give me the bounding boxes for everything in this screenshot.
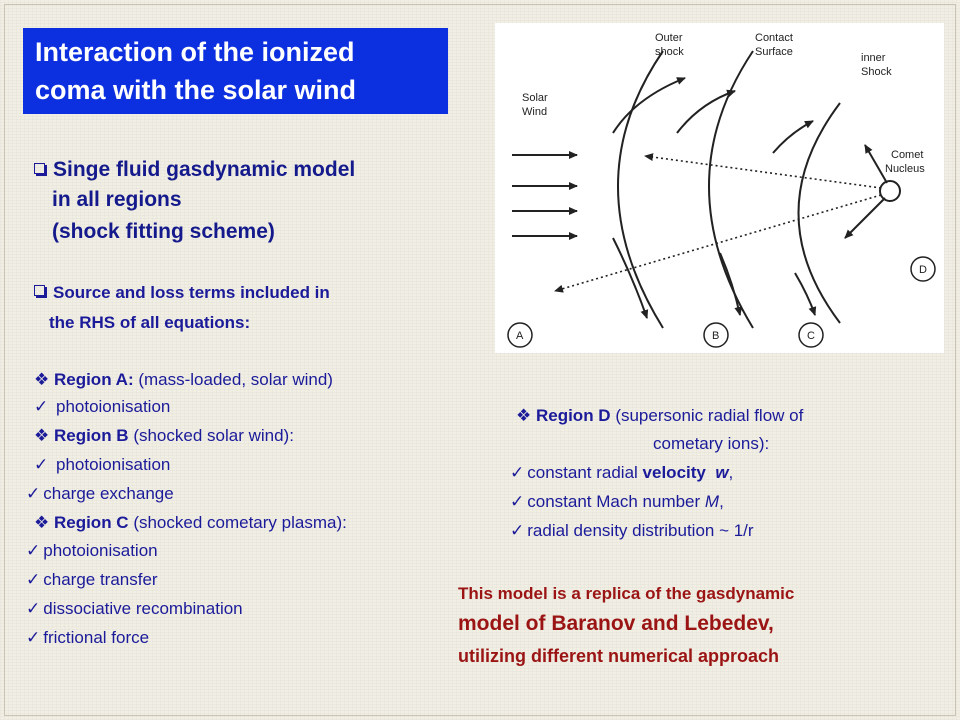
- flow-arrow: [612, 77, 686, 134]
- check-icon: ✓: [510, 521, 525, 540]
- check-icon: ✓: [26, 484, 41, 503]
- region-d-desc-2: cometary ions):: [653, 434, 770, 453]
- slide-frame: [4, 4, 956, 716]
- label-contact: Contact: [755, 32, 793, 44]
- label-region-d: D: [919, 264, 927, 276]
- diamond-bullet-icon: ❖: [34, 370, 54, 389]
- region-c-item: ✓photoionisation: [26, 541, 158, 560]
- check-icon: ✓: [510, 463, 525, 482]
- radial-arrow: [844, 197, 886, 239]
- source-line-1: Source and loss terms included in: [34, 283, 330, 303]
- flow-arrow: [794, 272, 817, 316]
- dotted-ray: [644, 153, 882, 189]
- diagram-svg: Solar Wind Outer shock Contact Surface i…: [507, 32, 936, 348]
- region-b-heading: ❖ Region B (shocked solar wind):: [34, 426, 294, 445]
- region-d-item: ✓constant Mach number M,: [510, 492, 724, 511]
- flow-arrow: [719, 252, 743, 316]
- check-icon: ✓: [34, 397, 49, 416]
- check-icon: ✓: [34, 455, 49, 474]
- region-c-item: ✓frictional force: [26, 628, 150, 647]
- region-d-item: ✓constant radial velocity w,: [510, 463, 734, 482]
- label-wind: Wind: [522, 106, 547, 118]
- note-line-3: utilizing different numerical approach: [458, 646, 780, 666]
- region-b-item: ✓ photoionisation: [34, 455, 171, 474]
- diamond-bullet-icon: ❖: [34, 513, 54, 532]
- label-nucleus: Nucleus: [885, 163, 925, 175]
- label-inner-shock: Shock: [861, 66, 892, 78]
- region-d-item: ✓radial density distribution ~ 1/r: [510, 521, 754, 540]
- inner-shock-curve: [797, 102, 841, 324]
- check-icon: ✓: [510, 492, 525, 511]
- label-shock: shock: [655, 46, 684, 58]
- diamond-bullet-icon: ❖: [516, 406, 536, 425]
- flow-arrow: [772, 120, 814, 154]
- label-inner: inner: [861, 52, 886, 64]
- check-icon: ✓: [26, 599, 41, 618]
- model-line-1: Singe fluid gasdynamic model: [34, 158, 355, 182]
- label-outer: Outer: [655, 32, 683, 44]
- source-line-2: the RHS of all equations:: [49, 313, 251, 332]
- coma-diagram: Solar Wind Outer shock Contact Surface i…: [495, 23, 944, 353]
- region-d-heading: ❖ Region D (supersonic radial flow of: [516, 406, 804, 425]
- region-b-item: ✓charge exchange: [26, 484, 174, 503]
- square-bullet-icon: [34, 285, 45, 296]
- label-region-c: C: [807, 330, 815, 342]
- check-icon: ✓: [26, 570, 41, 589]
- model-line-2: in all regions: [52, 188, 182, 211]
- outer-shock-curve: [617, 50, 664, 329]
- region-a-circle: [507, 322, 533, 348]
- check-icon: ✓: [26, 628, 41, 647]
- note-line-2: model of Baranov and Lebedev,: [458, 612, 774, 635]
- label-region-b: B: [712, 330, 719, 342]
- region-d-circle: [910, 256, 936, 282]
- region-c-item: ✓charge transfer: [26, 570, 158, 589]
- region-c-heading: ❖ Region C (shocked cometary plasma):: [34, 513, 347, 532]
- check-icon: ✓: [26, 541, 41, 560]
- dotted-ray: [554, 194, 882, 293]
- comet-nucleus-circle: [879, 180, 901, 202]
- label-region-a: A: [516, 330, 524, 342]
- flow-arrow: [676, 89, 736, 134]
- model-line-3: (shock fitting scheme): [52, 220, 275, 243]
- label-surface: Surface: [755, 46, 793, 58]
- region-c-circle: [798, 322, 824, 348]
- title-line-1: Interaction of the ionized: [35, 37, 355, 67]
- radial-arrow: [864, 144, 888, 184]
- title-line-2: coma with the solar wind: [35, 75, 357, 105]
- square-bullet-icon: [34, 163, 45, 174]
- flow-arrow: [612, 237, 649, 319]
- region-a-heading: ❖ Region A: (mass-loaded, solar wind): [34, 370, 333, 389]
- note-line-1: This model is a replica of the gasdynami…: [458, 584, 795, 603]
- region-b-circle: [703, 322, 729, 348]
- label-solar: Solar: [522, 92, 548, 104]
- label-comet: Comet: [891, 149, 923, 161]
- diamond-bullet-icon: ❖: [34, 426, 54, 445]
- slide-title: Interaction of the ionized coma with the…: [23, 28, 448, 114]
- region-c-item: ✓dissociative recombination: [26, 599, 243, 618]
- region-a-item: ✓ photoionisation: [34, 397, 171, 416]
